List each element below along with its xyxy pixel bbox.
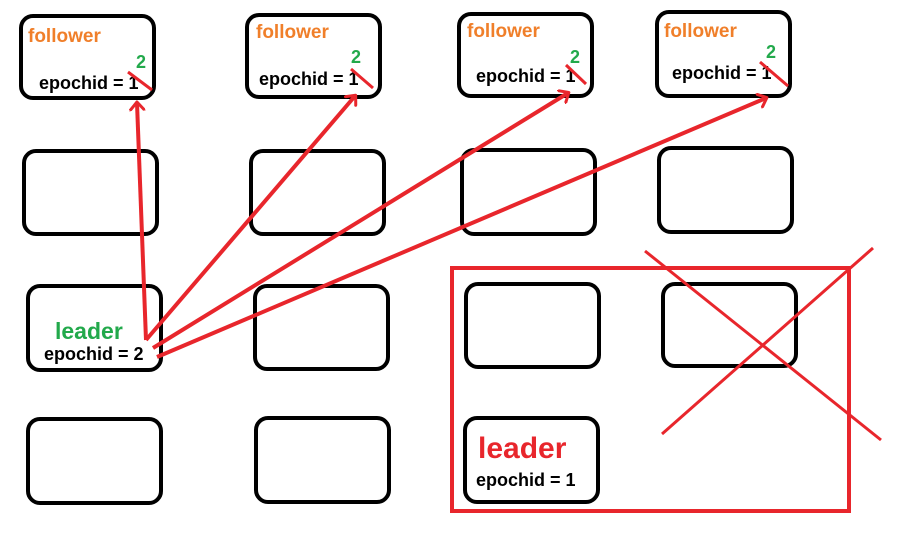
follower-4-epoch-label: epochid = 1 xyxy=(672,63,772,83)
arrow-to-follower-4 xyxy=(156,98,766,359)
follower-4-new-epoch: 2 xyxy=(766,42,776,62)
node-r2c4 xyxy=(657,146,794,234)
new-leader-node xyxy=(26,284,163,372)
follower-node-1 xyxy=(19,14,156,100)
arrow-to-follower-2 xyxy=(144,96,355,342)
partition-box xyxy=(450,266,851,513)
follower-2-strike xyxy=(350,67,374,90)
follower-3-role-label: follower xyxy=(467,21,540,42)
old-leader-node xyxy=(463,416,600,504)
arrow-to-follower-3 xyxy=(151,93,568,350)
follower-node-2 xyxy=(245,13,382,99)
node-r4c2 xyxy=(254,416,391,504)
new-leader-epoch-label: epochid = 2 xyxy=(44,344,144,364)
cross-mark-line-2 xyxy=(661,246,874,436)
node-r2c2 xyxy=(249,149,386,236)
follower-node-4 xyxy=(655,10,792,98)
node-r2c3 xyxy=(460,148,597,236)
follower-1-epoch-label: epochid = 1 xyxy=(39,73,139,93)
follower-node-3 xyxy=(457,12,594,98)
old-leader-role-label: leader xyxy=(478,432,567,465)
follower-2-new-epoch: 2 xyxy=(351,47,361,67)
follower-3-strike xyxy=(564,63,588,86)
arrow-to-follower-1 xyxy=(137,103,148,341)
node-r3c2 xyxy=(253,284,390,371)
follower-1-new-epoch: 2 xyxy=(136,52,146,72)
follower-4-role-label: follower xyxy=(664,21,737,42)
follower-1-strike xyxy=(127,70,153,92)
node-r2c1 xyxy=(22,149,159,236)
follower-2-role-label: follower xyxy=(256,22,329,43)
follower-2-epoch-label: epochid = 1 xyxy=(259,69,359,89)
node-r3c4 xyxy=(661,282,798,368)
old-leader-epoch-label: epochid = 1 xyxy=(476,470,576,490)
new-leader-role-label: leader xyxy=(55,318,123,344)
follower-3-new-epoch: 2 xyxy=(570,47,580,67)
node-r3c3 xyxy=(464,282,601,369)
follower-3-epoch-label: epochid = 1 xyxy=(476,66,576,86)
node-r4c1 xyxy=(26,417,163,505)
follower-4-strike xyxy=(759,60,789,88)
follower-1-role-label: follower xyxy=(28,26,101,47)
